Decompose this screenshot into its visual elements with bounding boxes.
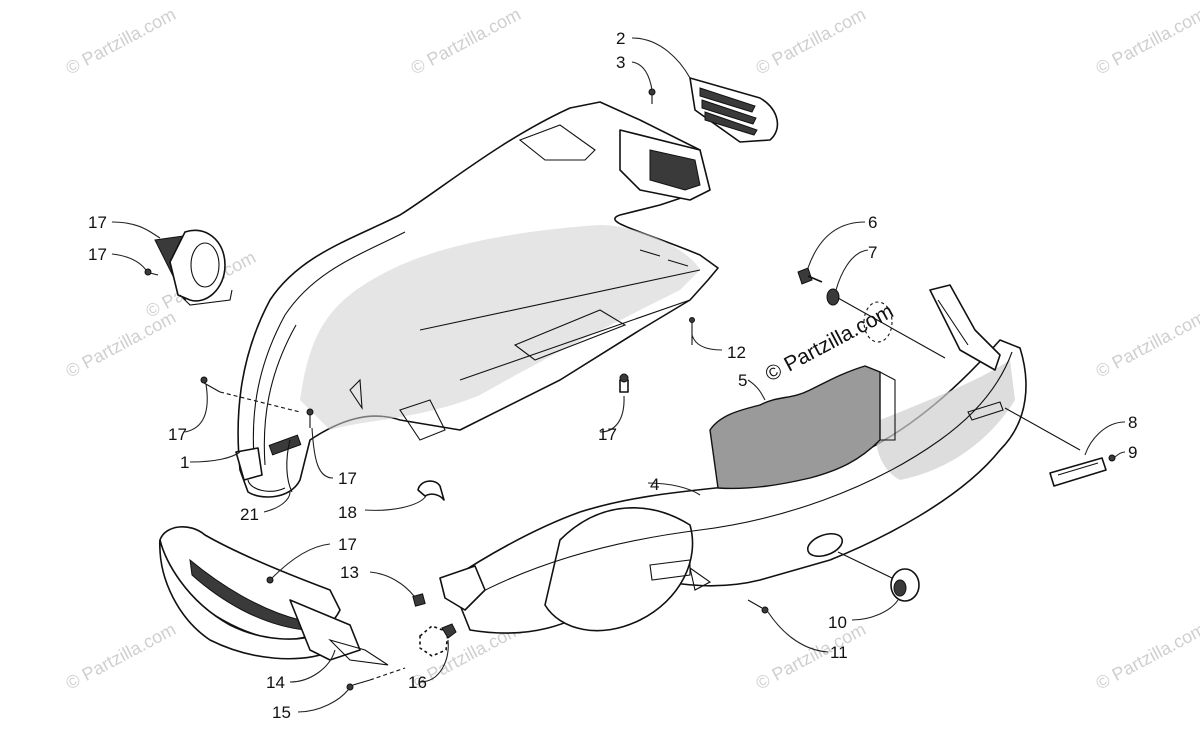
watermark: © Partzilla.com — [1092, 619, 1200, 694]
part-boot-cup — [154, 229, 233, 306]
callout-17[interactable]: 17 — [598, 425, 617, 444]
watermark: © Partzilla.com — [1092, 307, 1200, 382]
part-bracket-21 — [235, 439, 293, 493]
part-belly-pan-upper — [237, 101, 719, 498]
part-nut-16 — [419, 623, 457, 657]
callout-14[interactable]: 14 — [266, 673, 285, 692]
part-plug-10 — [837, 551, 920, 602]
callout-8[interactable]: 8 — [1128, 413, 1137, 432]
callout-17[interactable]: 17 — [338, 535, 357, 554]
watermark: © Partzilla.com — [407, 4, 523, 79]
callout-13[interactable]: 13 — [340, 563, 359, 582]
callout-11[interactable]: 11 — [830, 643, 848, 662]
callout-2[interactable]: 2 — [616, 29, 625, 48]
watermark: © Partzilla.com — [62, 4, 178, 79]
callout-21[interactable]: 21 — [240, 505, 259, 524]
part-bolt-6 — [797, 267, 823, 285]
callout-5[interactable]: 5 — [738, 371, 747, 390]
part-screw-9 — [1108, 454, 1116, 462]
part-insert-13 — [412, 593, 426, 607]
part-pin-12 — [689, 317, 695, 345]
watermark: © Partzilla.com — [752, 619, 868, 694]
part-screw-11 — [747, 599, 769, 614]
callout-4[interactable]: 4 — [650, 475, 659, 494]
part-screw-17-left — [200, 376, 301, 413]
callout-12[interactable]: 12 — [727, 343, 746, 362]
callout-20[interactable]: 17 — [88, 245, 107, 264]
part-washer-outline — [863, 301, 893, 343]
watermark: © Partzilla.com — [62, 307, 178, 382]
callout-9[interactable]: 9 — [1128, 443, 1137, 462]
callout-17[interactable]: 17 — [338, 469, 357, 488]
part-screw-17-front — [266, 576, 274, 584]
callout-3[interactable]: 3 — [616, 53, 625, 72]
callout-16[interactable]: 16 — [408, 673, 427, 692]
watermark: © Partzilla.com — [1092, 4, 1200, 79]
part-screw-3 — [648, 88, 656, 104]
watermark: © Partzilla.com — [62, 619, 178, 694]
part-screw-15 — [346, 667, 406, 691]
callout-10[interactable]: 10 — [828, 613, 847, 632]
callout-15[interactable]: 15 — [272, 703, 291, 722]
callout-18[interactable]: 18 — [338, 503, 357, 522]
part-side-duct — [619, 129, 711, 201]
callout-labels: 2 3 17 17 17 1 21 17 18 17 12 5 4 6 7 8 … — [88, 29, 1137, 722]
part-reflector-8 — [1004, 407, 1107, 487]
part-vent-grille — [689, 77, 779, 143]
part-screw-20 — [144, 268, 159, 276]
callout-1[interactable]: 1 — [180, 453, 189, 472]
callout-17[interactable]: 17 — [168, 425, 187, 444]
callout-6[interactable]: 6 — [868, 213, 877, 232]
watermark: © Partzilla.com — [752, 4, 868, 79]
callout-7[interactable]: 7 — [868, 243, 877, 262]
part-screw-17-center — [619, 373, 629, 393]
callout-19[interactable]: 17 — [88, 213, 107, 232]
part-foam-pad — [709, 365, 896, 490]
part-screw-17-mid — [306, 408, 314, 428]
leader-lines — [111, 37, 1126, 713]
part-clip-18 — [417, 480, 445, 501]
part-front-lip — [158, 526, 389, 666]
